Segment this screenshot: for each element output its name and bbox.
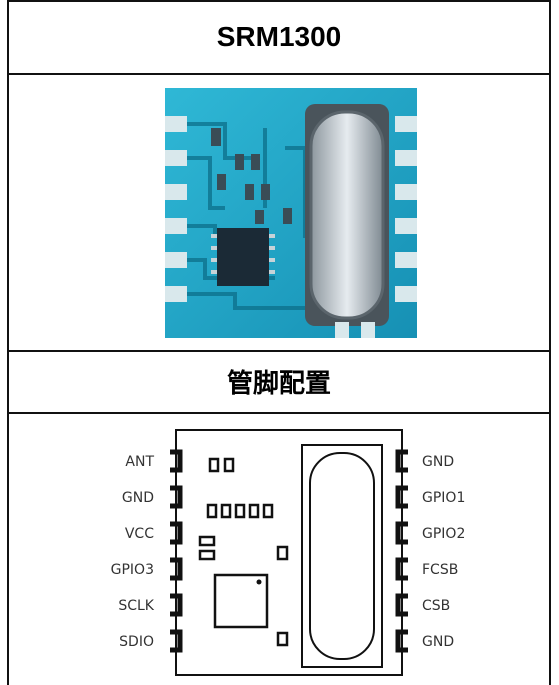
right-pin-pad: [395, 629, 408, 653]
left-pin-pad: [170, 521, 183, 545]
left-pin-pad: [170, 557, 183, 581]
right-pin-pad: [395, 485, 408, 509]
table-frame: [7, 0, 551, 685]
right-pin-pad: [395, 557, 408, 581]
left-pin-label: SCLK: [118, 598, 154, 614]
pinout-heading: 管脚配置: [226, 368, 331, 399]
right-pin-pad: [395, 521, 408, 545]
row-divider: [7, 73, 551, 75]
left-pin-label: SDIO: [119, 634, 154, 650]
left-pin-label: GPIO3: [111, 562, 154, 578]
left-pin-pad: [170, 593, 183, 617]
module-photo: [165, 88, 417, 338]
right-pin-pad: [395, 593, 408, 617]
chip-outline: [213, 573, 269, 629]
left-pin-label: GND: [122, 490, 154, 506]
left-pin-label: ANT: [125, 454, 154, 470]
right-pin-label: GPIO1: [422, 490, 465, 506]
right-pin-label: CSB: [422, 598, 450, 614]
right-pin-pad: [395, 449, 408, 473]
left-pin-label: VCC: [125, 526, 154, 542]
left-pin-pad: [170, 629, 183, 653]
right-pin-label: GPIO2: [422, 526, 465, 542]
module-title: SRM1300: [216, 20, 342, 52]
crystal-outline: [301, 444, 383, 668]
row-divider: [7, 350, 551, 352]
left-pin-pad: [170, 449, 183, 473]
right-pin-label: GND: [422, 634, 454, 650]
right-pin-label: GND: [422, 454, 454, 470]
row-divider: [7, 412, 551, 414]
module-outline: [175, 429, 403, 676]
right-pin-label: FCSB: [422, 562, 458, 578]
left-pin-pad: [170, 485, 183, 509]
